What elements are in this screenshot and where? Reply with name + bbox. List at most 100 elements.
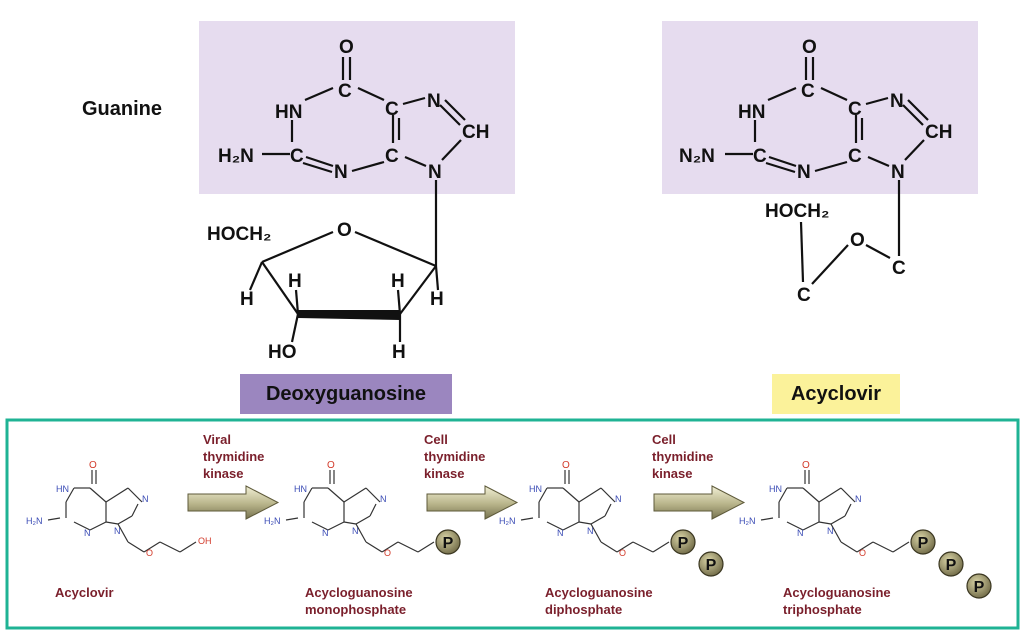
phosphate-label: P <box>678 535 689 552</box>
pathway-atom-n: N <box>587 526 594 536</box>
pathway-molecule-name: monophosphate <box>305 602 406 617</box>
pathway-atom-n: N <box>855 494 862 504</box>
pathway-bond <box>830 515 846 525</box>
deoxy-atom-n-right: N <box>428 162 442 183</box>
pathway-bond <box>818 487 842 503</box>
pathway-bond <box>562 487 580 503</box>
deoxy-atom-c-top: C <box>338 81 352 102</box>
pathway-bond <box>311 521 329 531</box>
pathway-bond <box>856 541 874 553</box>
pathway-bond <box>600 487 616 503</box>
pathway-bond <box>578 521 592 525</box>
pathway-bond <box>840 541 858 553</box>
pathway-bond <box>127 487 143 503</box>
pathway-bond <box>47 517 61 521</box>
acy-atom-c-mid: C <box>848 146 862 167</box>
pathway-bond <box>343 521 357 525</box>
pathway-bond <box>143 541 161 553</box>
deoxy-atom-o-ring: O <box>337 220 352 241</box>
pathway-bond <box>538 487 548 503</box>
acyclovir-base-panel <box>662 21 978 194</box>
pathway-atom-n: N <box>557 528 564 538</box>
pathway-bond <box>546 521 564 531</box>
pathway-bond <box>397 541 419 553</box>
pathway-layer: OOHNNNNH₂NOHAcyclovirOOHNNNNH₂NPAcyclogu… <box>26 432 992 617</box>
pathway-bond <box>343 487 367 503</box>
pathway-bond <box>872 541 894 553</box>
pathway-atom-n: N <box>615 494 622 504</box>
pathway-bond <box>179 541 197 553</box>
deoxy-atom-h1: H <box>240 289 254 310</box>
reaction-arrow-label: kinase <box>203 466 243 481</box>
pathway-bond <box>590 515 606 525</box>
pathway-bond <box>578 487 602 503</box>
pathway-bond <box>830 523 842 543</box>
reaction-arrow-label: thymidine <box>652 449 713 464</box>
pathway-bond <box>844 503 852 517</box>
pathway-atom-o: O <box>89 460 97 471</box>
acyclovir-bonds <box>725 57 929 285</box>
pathway-molecule-name: triphosphate <box>783 602 862 617</box>
pathway-atom-n: N <box>827 526 834 536</box>
deoxy-atom-hoch2: HOCH₂ <box>207 224 271 245</box>
pathway-atom-h2n: H₂N <box>739 516 756 526</box>
pathway-atom-o-chain: O <box>859 548 866 558</box>
pathway-bond <box>802 521 820 531</box>
pathway-molecule-name: Acycloguanosine <box>783 585 891 600</box>
deoxy-bonds <box>248 57 466 343</box>
deoxy-atom-n-top: N <box>427 91 441 112</box>
deoxy-bold-ring-bond <box>298 310 400 320</box>
deoxy-atom-h3: H <box>391 271 405 292</box>
deoxy-atom-h4: H <box>430 289 444 310</box>
pathway-bond <box>604 503 612 517</box>
pathway-bond <box>131 503 139 517</box>
pathway-atom-oh: OH <box>198 536 212 546</box>
phosphate-circle <box>698 551 724 577</box>
pathway-atom-hn: HN <box>769 484 782 494</box>
pathway-molecule-name: Acyclovir <box>55 585 114 600</box>
deoxy-atom-ch: CH <box>462 122 489 143</box>
acy-atom-c-left-chain: C <box>797 285 811 306</box>
pathway-bond <box>590 523 602 543</box>
deoxy-atom-ho: HO <box>268 342 297 363</box>
acyclovir-structure: O HN C C N CH N₂N C N C N HOCH₂ O C C <box>679 37 952 306</box>
deoxy-atom-hn: HN <box>275 102 302 123</box>
pathway-bond <box>117 523 129 543</box>
guanine-label: Guanine <box>82 98 163 120</box>
deoxy-atom-o-top: O <box>339 37 354 58</box>
pathway-atom-h2n: H₂N <box>264 516 281 526</box>
reaction-arrow <box>653 485 746 520</box>
pathway-bond <box>365 487 381 503</box>
pathway-bond <box>381 541 399 553</box>
acy-atom-n-mid: N <box>797 162 811 183</box>
reaction-arrow-label: Cell <box>424 432 448 447</box>
reaction-arrow-label: Cell <box>652 432 676 447</box>
pathway-bond <box>89 487 107 503</box>
pathway-bond <box>616 541 634 553</box>
pathway-bond <box>355 523 367 543</box>
pathway-bond <box>73 521 91 531</box>
pathway-atom-n: N <box>797 528 804 538</box>
pathway-bond <box>652 541 670 553</box>
pathway-bond <box>802 487 820 503</box>
acy-atom-c-left: C <box>753 146 767 167</box>
reaction-arrow-label: kinase <box>424 466 464 481</box>
phosphate-circle <box>966 573 992 599</box>
pathway-bond <box>760 517 774 521</box>
pathway-bond <box>65 487 75 503</box>
pathway-atom-n: N <box>380 494 387 504</box>
reaction-arrow-label: Viral <box>203 432 231 447</box>
acy-atom-c-top: C <box>801 81 815 102</box>
acy-atom-n2n: N₂N <box>679 146 715 167</box>
pathway-bond <box>778 487 788 503</box>
pathway-bond <box>105 487 129 503</box>
pathway-atom-o: O <box>562 460 570 471</box>
reaction-arrow-label: kinase <box>652 466 692 481</box>
pathway-panel <box>5 418 1020 630</box>
pathway-atom-o-chain: O <box>146 548 153 558</box>
reaction-arrow-label: thymidine <box>424 449 485 464</box>
pathway-bond <box>89 521 107 531</box>
pathway-bond <box>285 517 299 521</box>
